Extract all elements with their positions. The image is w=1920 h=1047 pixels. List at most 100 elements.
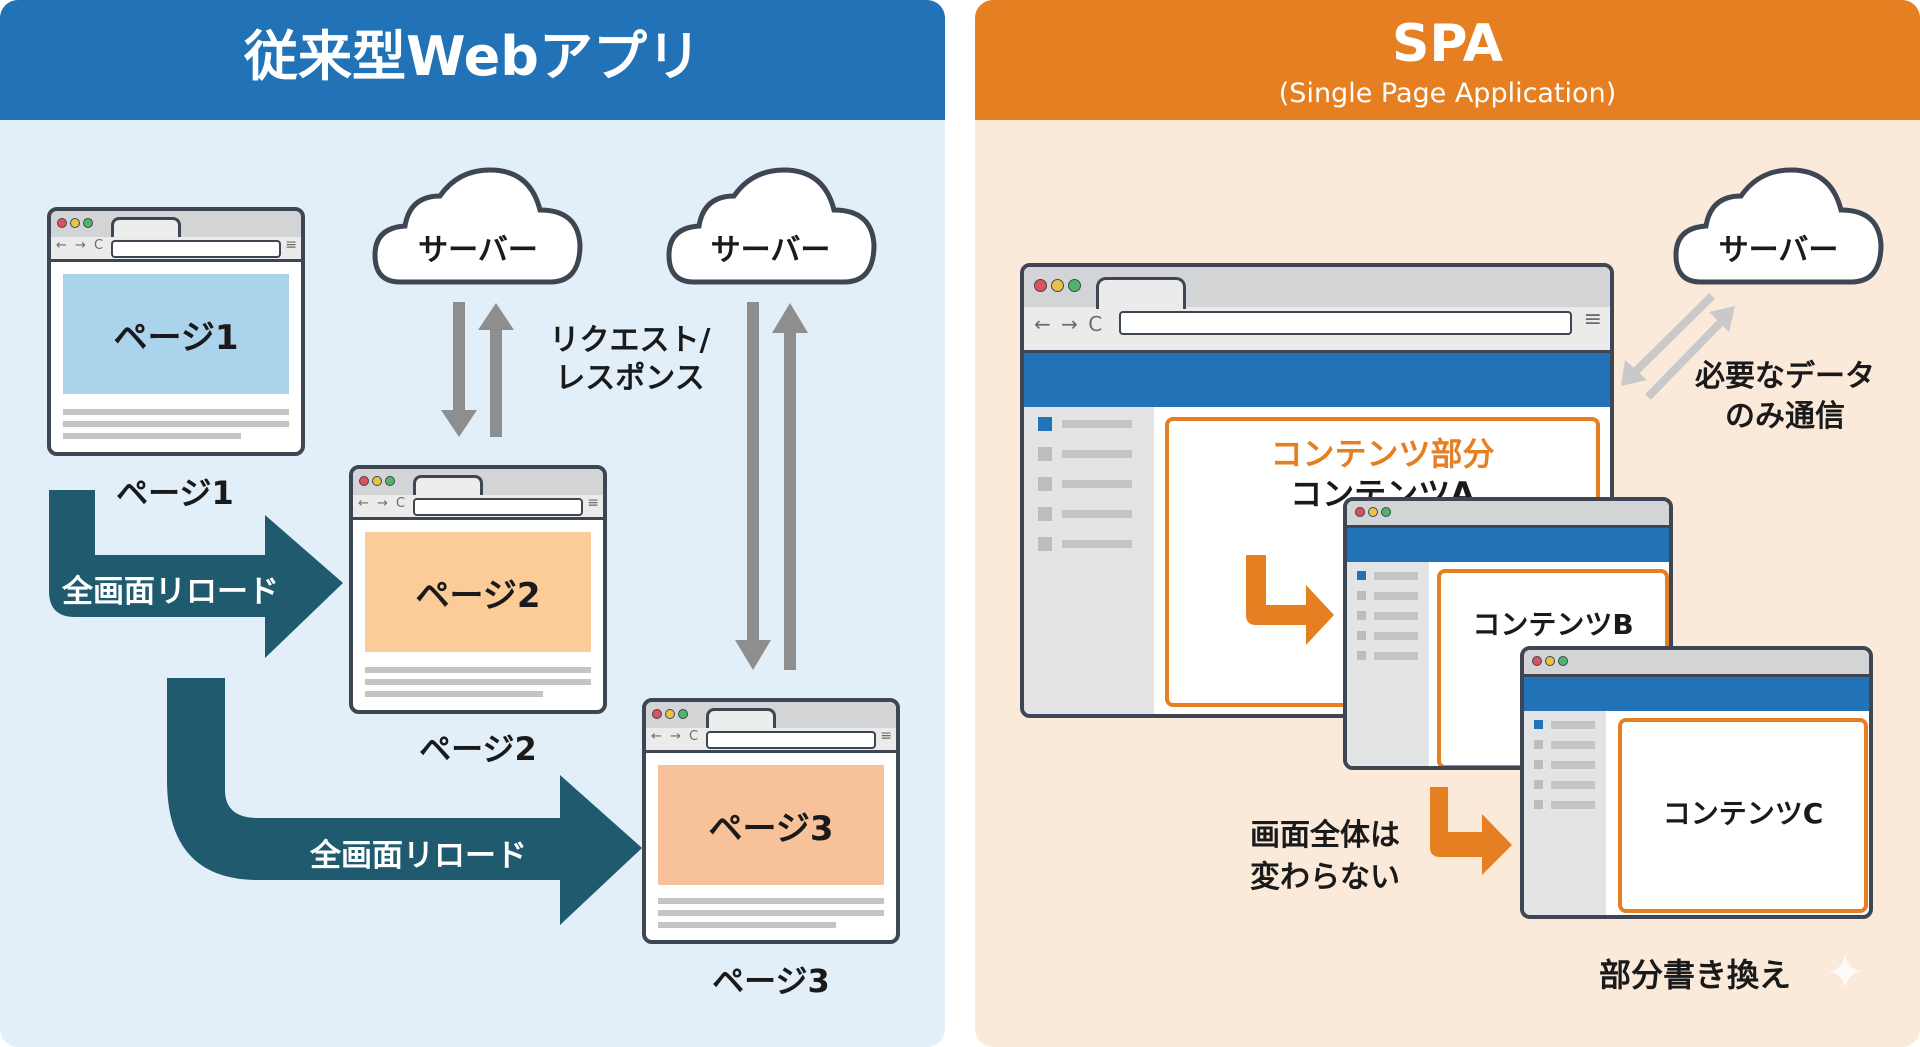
address-bar (111, 240, 281, 258)
data-exchange-arrows (1621, 293, 1735, 400)
active-menu-marker (1534, 720, 1543, 729)
active-menu-marker (1357, 571, 1366, 580)
menu-icon: ≡ (285, 237, 297, 253)
partial-update-label: 部分書き換え (1598, 956, 1791, 994)
page-caption: ページ3 (712, 962, 830, 1000)
spa-browser-c: コンテンツC (1520, 646, 1873, 919)
page-hero: ページ1 (63, 274, 289, 394)
menu-text-placeholder (1374, 632, 1418, 640)
menu-icon: ≡ (587, 495, 599, 511)
menu-marker (1534, 740, 1543, 749)
menu-icon: ≡ (1583, 307, 1602, 332)
window-controls (57, 218, 93, 228)
spa-subtitle: (Single Page Application) (1278, 78, 1617, 109)
window-controls (1355, 507, 1391, 517)
menu-text-placeholder (1062, 420, 1132, 428)
window-controls (652, 709, 688, 719)
app-header-bar (1524, 677, 1869, 711)
nav-arrows-icon: ← → C (1034, 312, 1105, 336)
server-label: サーバー (710, 233, 831, 268)
menu-text-placeholder (1374, 592, 1418, 600)
menu-marker (1357, 591, 1366, 600)
traditional-webapp-panel: 従来型Webアプリ サーバー サーバー リクエスト/ レスポンス 全画面リロード… (0, 0, 945, 1047)
nav-arrows-icon: ← → C (651, 729, 701, 744)
server-label: サーバー (418, 233, 538, 268)
page-hero: ページ2 (365, 532, 591, 652)
spa-header: SPA (Single Page Application) (975, 0, 1920, 120)
reload-arrow-1 (49, 490, 343, 658)
menu-text-placeholder (1551, 781, 1595, 789)
menu-text-placeholder (1551, 801, 1595, 809)
reload-label-1: 全画面リロード (62, 574, 279, 610)
browser-window-page3: ← → C ≡ ページ3 (642, 698, 900, 944)
menu-text-placeholder (1062, 480, 1132, 488)
menu-text-placeholder (1062, 540, 1132, 548)
cloud-icon (1673, 167, 1884, 285)
content-c-label: コンテンツC (1662, 797, 1824, 830)
menu-text-placeholder (1374, 612, 1418, 620)
menu-marker (1534, 760, 1543, 769)
menu-marker (1357, 611, 1366, 620)
request-response-arrows-1 (441, 302, 514, 437)
request-label-line1: リクエスト/ (549, 323, 711, 358)
content-b-label: コンテンツB (1472, 608, 1634, 641)
browser-window-page2: ← → C ≡ ページ2 (349, 465, 607, 714)
traditional-header: 従来型Webアプリ (0, 0, 945, 120)
spa-panel: SPA (Single Page Application) サーバー 必要なデー… (975, 0, 1920, 1047)
sparkle-icon: ✦ (1825, 945, 1866, 1001)
app-header-bar (1024, 353, 1610, 407)
window-controls (359, 476, 395, 486)
request-label-line2: レスポンス (555, 361, 705, 396)
menu-marker (1038, 477, 1052, 491)
active-menu-marker (1038, 417, 1052, 431)
turn-arrow-icon (1246, 555, 1334, 645)
server-label: サーバー (1718, 233, 1839, 268)
address-bar (413, 498, 583, 516)
window-controls (1532, 656, 1568, 666)
content-area-label: コンテンツ部分 (1270, 435, 1495, 473)
cloud-icon (372, 167, 583, 285)
menu-marker (1357, 651, 1366, 660)
page-hero: ページ3 (658, 765, 884, 885)
request-response-arrows-2 (735, 302, 808, 670)
menu-text-placeholder (1374, 572, 1418, 580)
browser-window-page1: ← → C ≡ ページ1 (47, 207, 305, 456)
turn-arrow-icon (1430, 787, 1512, 875)
content-area-c: コンテンツC (1618, 718, 1868, 913)
data-note-line2: のみ通信 (1725, 399, 1845, 434)
data-note: 必要なデータ のみ通信 (1685, 357, 1885, 437)
window-controls (1034, 279, 1081, 292)
menu-marker (1534, 800, 1543, 809)
menu-text-placeholder (1551, 721, 1595, 729)
cloud-icon (666, 167, 877, 285)
unchanged-note-line1: 画面全体は (1250, 818, 1400, 853)
menu-text-placeholder (1062, 450, 1132, 458)
menu-marker (1038, 447, 1052, 461)
reload-arrow-2 (167, 678, 642, 925)
menu-marker (1038, 507, 1052, 521)
reload-label-2: 全画面リロード (310, 838, 527, 874)
page-caption: ページ2 (419, 730, 537, 768)
data-note-line1: 必要なデータ (1695, 359, 1875, 394)
menu-text-placeholder (1551, 761, 1595, 769)
app-header-bar (1347, 528, 1669, 562)
traditional-diagram-shapes (49, 167, 877, 925)
unchanged-note: 画面全体は 変わらない (1225, 815, 1425, 899)
menu-marker (1534, 780, 1543, 789)
menu-text-placeholder (1374, 652, 1418, 660)
address-bar (706, 731, 876, 749)
nav-arrows-icon: ← → C (56, 238, 106, 253)
menu-text-placeholder (1551, 741, 1595, 749)
menu-marker (1357, 631, 1366, 640)
nav-arrows-icon: ← → C (358, 496, 408, 511)
unchanged-note-line2: 変わらない (1250, 860, 1400, 895)
menu-text-placeholder (1062, 510, 1132, 518)
menu-icon: ≡ (880, 728, 892, 744)
spa-diagram-shapes (1621, 167, 1884, 400)
spa-title: SPA (1391, 14, 1504, 74)
address-bar (1119, 311, 1572, 335)
page-caption: ページ1 (116, 474, 234, 512)
request-response-label: リクエスト/ レスポンス (530, 322, 730, 398)
menu-marker (1038, 537, 1052, 551)
traditional-title: 従来型Webアプリ (244, 25, 701, 88)
